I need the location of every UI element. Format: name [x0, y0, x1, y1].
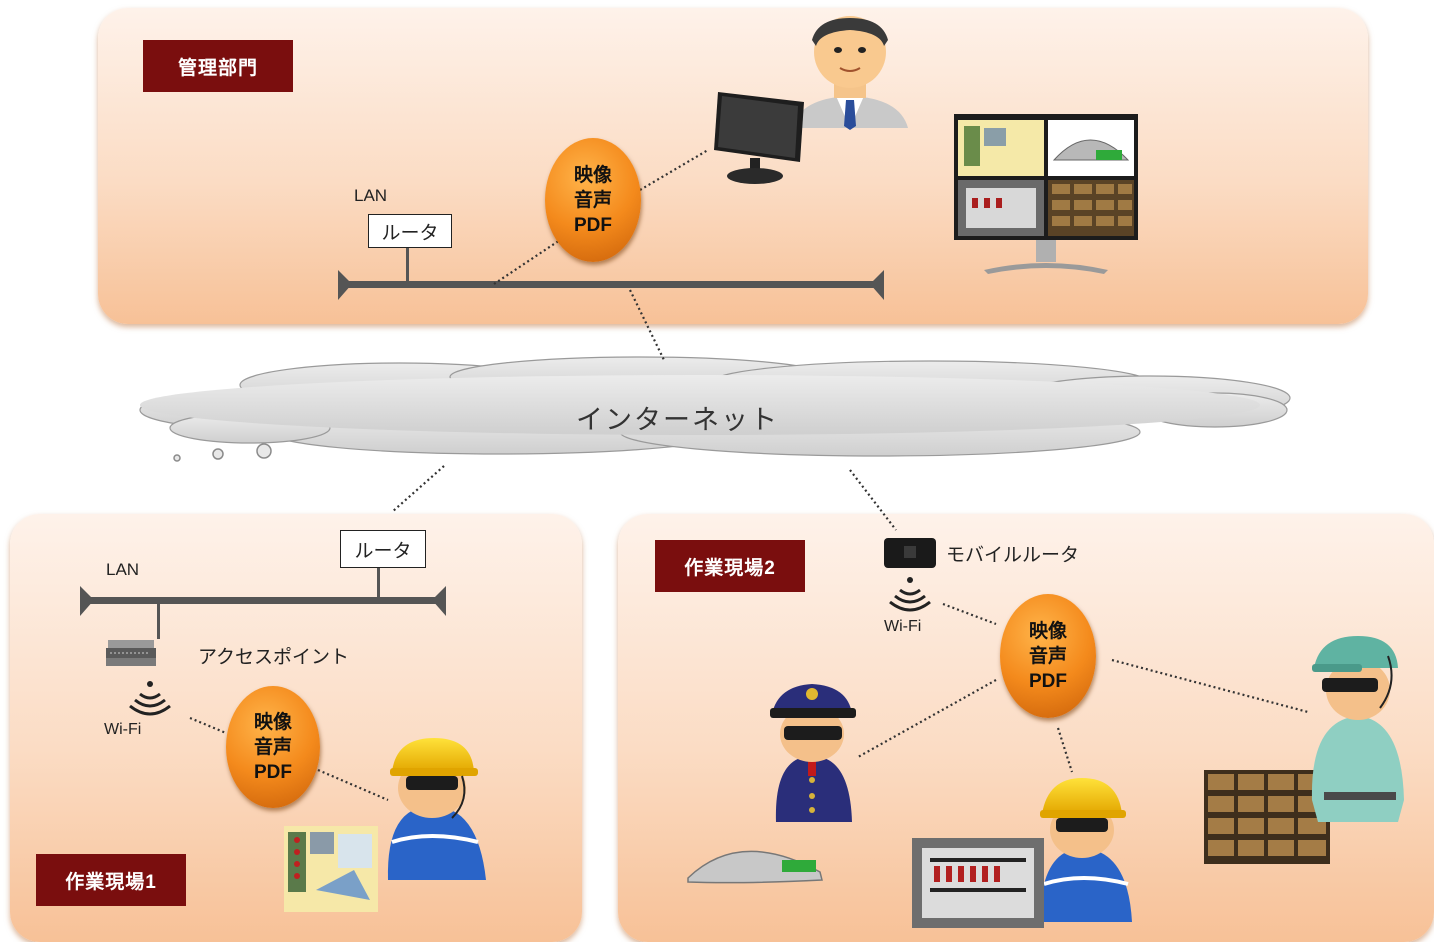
mobile-router-label: モバイルルータ — [946, 545, 1080, 566]
media-badge-site1: 映像 音声 PDF — [226, 686, 320, 808]
officer-icon — [770, 684, 856, 822]
badge-pdf-label: PDF — [1029, 670, 1067, 692]
badge-pdf-label: PDF — [254, 761, 292, 783]
manager-person-icon — [792, 16, 908, 130]
media-badge-management: 映像 音声 PDF — [545, 138, 641, 262]
badge-video-label: 映像 — [253, 711, 292, 733]
site1-label: 作業現場1 — [36, 854, 186, 906]
multiview-monitor-icon — [954, 114, 1138, 274]
management-router-box: ルータ — [368, 214, 452, 248]
cloud-bubbles — [173, 443, 272, 462]
media-badge-site2: 映像 音声 PDF — [1000, 594, 1096, 718]
site1-wifi-label: Wi-Fi — [104, 721, 142, 738]
control-panel-image-site1 — [284, 826, 378, 912]
site1-lan-bar — [80, 566, 446, 639]
mobile-router-icon — [884, 538, 936, 568]
electrical-panel-image — [912, 838, 1044, 928]
site1-lan-label: LAN — [106, 560, 140, 579]
site2-label: 作業現場2 — [655, 540, 805, 592]
management-label: 管理部門 — [143, 40, 293, 92]
badge-video-label: 映像 — [573, 164, 612, 186]
wifi-icon-site2 — [889, 577, 931, 612]
badge-audio-label: 音声 — [253, 736, 292, 758]
badge-pdf-label: PDF — [574, 214, 612, 236]
site1-router-box: ルータ — [340, 530, 426, 568]
connection-lines — [189, 149, 1309, 802]
site2-wifi-label: Wi-Fi — [884, 618, 922, 635]
monitor-icon — [714, 92, 804, 184]
worker-helmet-icon-site2 — [1040, 778, 1132, 922]
warehouse-image — [1204, 770, 1330, 864]
internet-cloud — [139, 356, 1291, 457]
worker-helmet-icon-site1 — [387, 738, 486, 880]
wifi-icon-site1 — [129, 681, 171, 716]
management-lan-bar — [338, 246, 884, 300]
management-lan-label: LAN — [354, 186, 388, 205]
internet-label: インターネット — [576, 405, 779, 435]
worker-cap-icon — [1311, 636, 1404, 822]
badge-video-label: 映像 — [1028, 620, 1067, 642]
badge-audio-label: 音声 — [573, 189, 612, 211]
network-device-icon — [687, 850, 823, 884]
badge-audio-label: 音声 — [1028, 645, 1067, 667]
management-panel — [98, 8, 1368, 324]
access-point-icon — [106, 640, 156, 666]
access-point-label: アクセスポイント — [198, 647, 350, 668]
